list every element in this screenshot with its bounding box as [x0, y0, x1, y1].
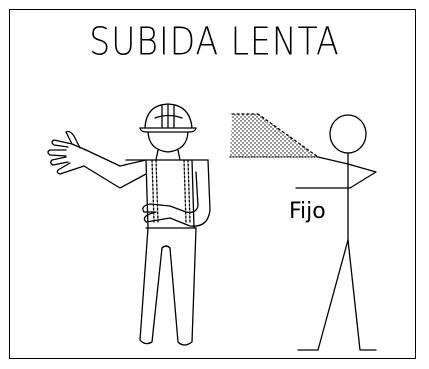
stick-figure-icon [295, 114, 377, 351]
dotted-light-beam-icon [229, 113, 319, 158]
signal-title: SUBIDA LENTA [89, 19, 340, 64]
glove-hand-icon [47, 130, 87, 175]
fixed-target-label: Fijo [289, 199, 326, 224]
worker-figure-icon [47, 103, 211, 346]
hard-hat-icon [139, 103, 197, 133]
card-border [9, 9, 416, 359]
